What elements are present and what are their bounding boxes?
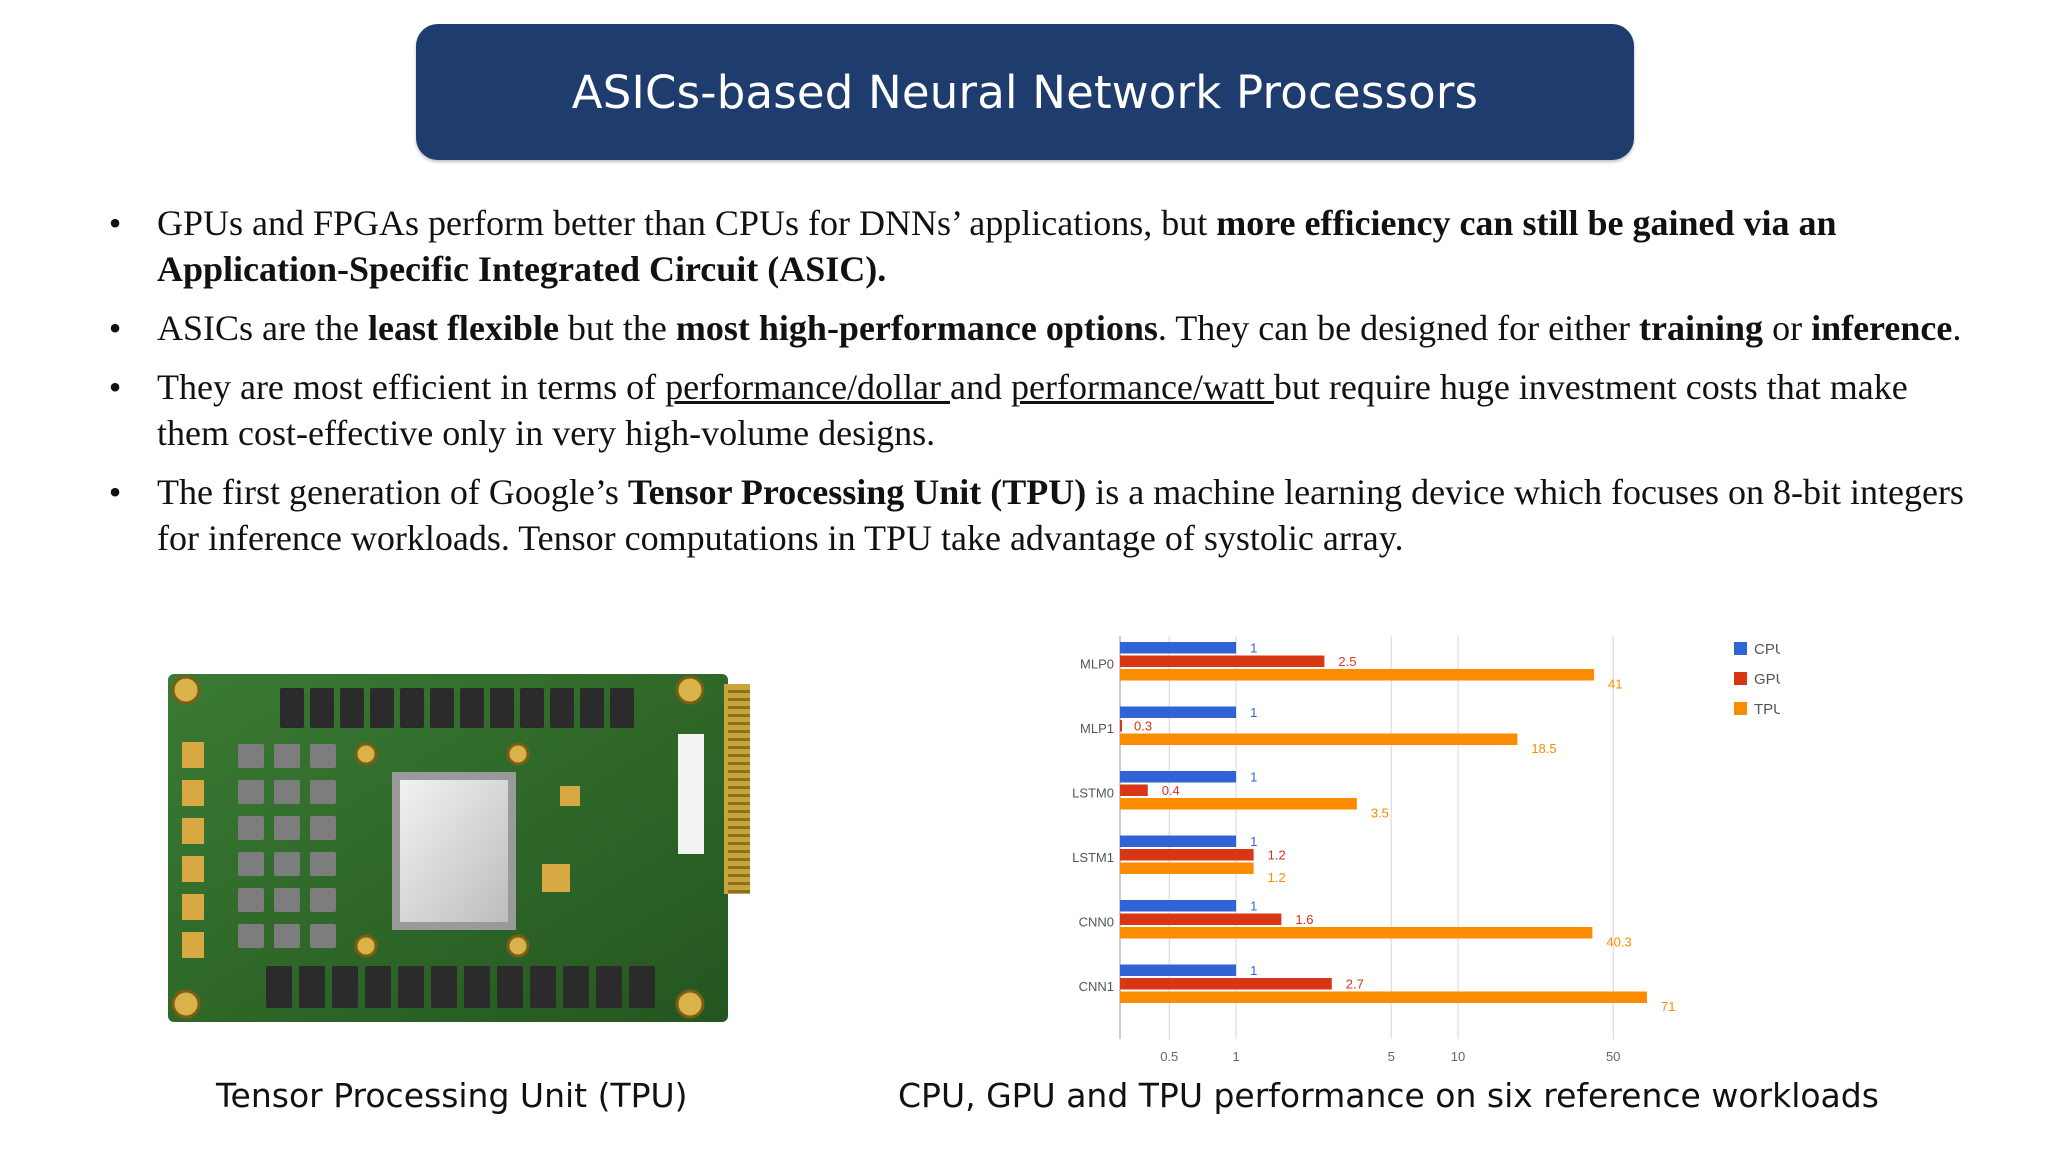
legend-label: GPU [1754,671,1780,688]
legend-swatch-cpu [1734,642,1747,655]
bar-value-label: 1 [1250,834,1257,849]
bullet-text: The first generation of Google’s [157,472,628,512]
bar-value-label: 41 [1608,677,1622,692]
bar-value-label: 1 [1250,641,1257,656]
bullet-item-3: • They are most efficient in terms of pe… [100,364,1980,456]
x-tick-label: 1 [1232,1049,1239,1064]
memory-chips-bottom [266,966,655,1008]
bar-gpu [1120,913,1282,925]
tpu-board-image [168,674,750,1022]
bar-value-label: 1 [1250,770,1257,785]
bullet-bold-text: most high-performance options [675,308,1158,348]
bar-cpu [1120,900,1237,912]
left-figure-caption: Tensor Processing Unit (TPU) [216,1076,688,1115]
bullet-bold-text: least flexible [367,308,559,348]
bullet-dot: • [108,367,122,407]
bar-value-label: 40.3 [1606,935,1631,950]
legend-label: CPU [1754,641,1780,658]
bullet-text: . [1952,308,1962,348]
bar-cpu [1120,642,1237,654]
legend-swatch-gpu [1734,672,1747,685]
bar-gpu [1120,720,1122,732]
x-tick-label: 50 [1606,1049,1620,1064]
bar-value-label: 18.5 [1531,741,1556,756]
bar-cpu [1120,835,1237,847]
bullet-underlined-text: performance/watt [1011,367,1274,407]
bar-value-label: 2.7 [1346,977,1364,992]
bullet-item-2: • ASICs are the least flexible but the m… [100,305,1980,351]
category-label: CNN1 [1079,979,1114,994]
bar-value-label: 71 [1661,999,1675,1014]
legend-swatch-tpu [1734,702,1747,715]
category-label: CNN0 [1079,914,1114,929]
bar-tpu [1120,733,1518,745]
bar-value-label: 0.4 [1162,783,1180,798]
category-label: MLP1 [1080,721,1114,736]
bar-value-label: 1.2 [1268,870,1286,885]
bullet-text: or [1763,308,1812,348]
bullet-text: but require huge investment costs that m… [157,367,1908,453]
category-label: MLP0 [1080,656,1114,671]
bullet-underlined-text: performance/dollar [665,367,951,407]
x-tick-label: 5 [1388,1049,1395,1064]
bar-tpu [1120,798,1357,810]
bar-gpu [1120,655,1325,667]
bar-value-label: 1 [1250,963,1257,978]
bullet-dot: • [108,308,122,348]
bullet-text: and [950,367,1012,407]
bullet-text: GPUs and FPGAs perform better than CPUs … [157,203,1217,243]
title-banner: ASICs-based Neural Network Processors [416,24,1634,160]
power-components [238,744,336,948]
bullet-bold-text: Tensor Processing Unit (TPU) [627,472,1087,512]
x-tick-label: 0.5 [1160,1049,1178,1064]
bullet-list: • GPUs and FPGAs perform better than CPU… [100,200,1980,574]
bullet-bold-text: more efficiency can still be gained via … [157,203,1837,289]
bar-value-label: 0.3 [1134,719,1152,734]
bar-gpu [1120,978,1332,990]
bar-tpu [1120,669,1595,681]
bullet-dot: • [108,472,122,512]
bar-value-label: 1.2 [1268,848,1286,863]
bullet-bold-text: training [1639,308,1764,348]
bullet-text: is a machine learning device which focus… [157,472,1964,558]
bullet-text: . They can be designed for either [1157,308,1640,348]
bullet-item-1: • GPUs and FPGAs perform better than CPU… [100,200,1980,292]
bullet-text: They are most efficient in terms of [157,367,666,407]
right-figure-caption: CPU, GPU and TPU performance on six refe… [898,1076,1879,1115]
tpu-chip [400,780,508,922]
x-tick-label: 10 [1451,1049,1465,1064]
bar-value-label: 1.6 [1295,912,1313,927]
bar-cpu [1120,706,1237,718]
bar-tpu [1120,927,1593,939]
memory-chips-top [280,688,634,728]
bullet-dot: • [108,203,122,243]
bar-value-label: 1 [1250,705,1257,720]
slide-title: ASICs-based Neural Network Processors [571,65,1479,119]
bar-value-label: 1 [1250,899,1257,914]
connector-pins [728,690,750,893]
legend-label: TPU [1754,701,1780,718]
category-label: LSTM0 [1072,785,1114,800]
bar-gpu [1120,784,1148,796]
category-label: LSTM1 [1072,850,1114,865]
bar-gpu [1120,849,1254,861]
bar-cpu [1120,771,1237,783]
mounting-holes [171,675,705,1019]
label-sticker [678,734,704,854]
bullet-item-4: • The first generation of Google’s Tenso… [100,469,1980,561]
bullet-text: but the [558,308,676,348]
bullet-bold-text: inference [1811,308,1953,348]
gold-pads [182,742,580,958]
bullet-text: ASICs are the [157,308,368,348]
bar-tpu [1120,862,1254,874]
bar-cpu [1120,964,1237,976]
bar-value-label: 3.5 [1371,806,1389,821]
bar-tpu [1120,991,1647,1003]
bar-value-label: 2.5 [1338,654,1356,669]
